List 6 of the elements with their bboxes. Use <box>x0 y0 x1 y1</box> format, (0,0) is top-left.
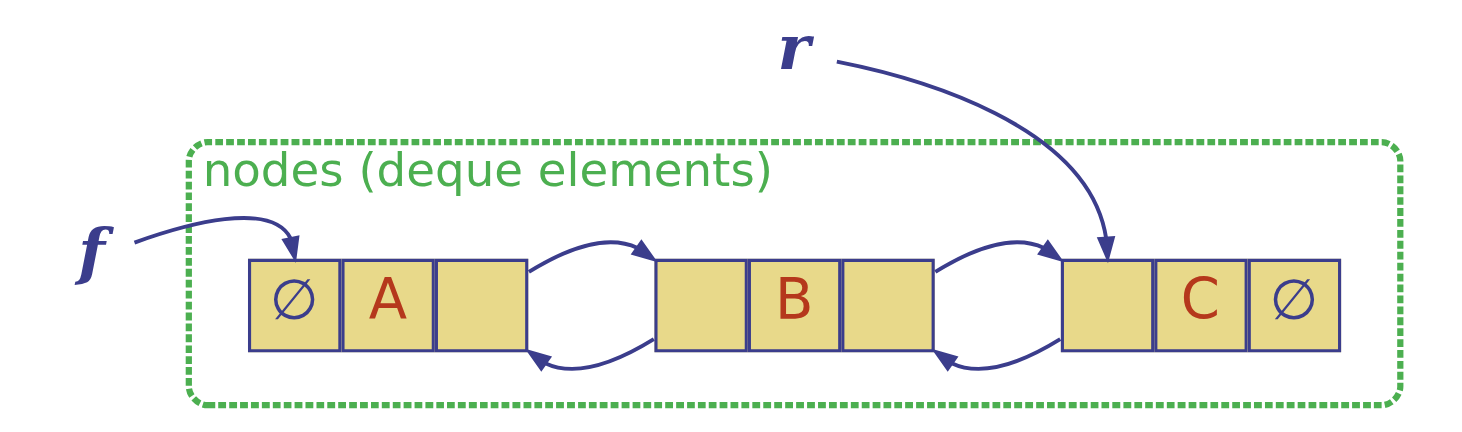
arrow <box>933 239 1064 274</box>
arrow <box>527 239 658 274</box>
arrow <box>930 337 1061 372</box>
arrow <box>524 337 655 372</box>
arrow <box>133 216 300 264</box>
arrow <box>835 59 1115 264</box>
